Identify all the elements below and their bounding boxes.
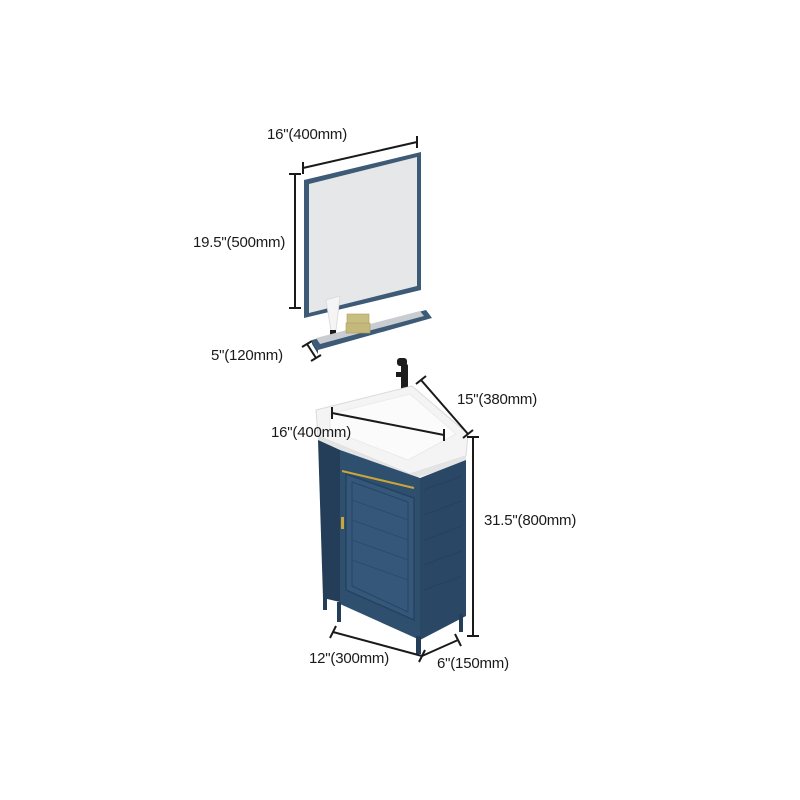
dimension-lines	[289, 136, 479, 663]
cabinet-side-width-label: 6"(150mm)	[437, 655, 509, 672]
mirror-width-label: 16"(400mm)	[267, 126, 348, 143]
mirror-height-label: 19.5"(500mm)	[193, 234, 286, 251]
mirror-post	[325, 295, 341, 338]
cabinet	[318, 440, 466, 654]
shelf-depth-label: 5"(120mm)	[211, 347, 283, 364]
basin	[315, 385, 469, 480]
cabinet-front-width-label: 12"(300mm)	[309, 650, 390, 667]
basin-depth-label: 15"(380mm)	[457, 391, 538, 408]
basin-width-label: 16"(400mm)	[271, 424, 352, 441]
mirror	[304, 152, 421, 318]
soap-bars	[345, 313, 371, 334]
cabinet-height-label: 31.5"(800mm)	[484, 512, 577, 529]
